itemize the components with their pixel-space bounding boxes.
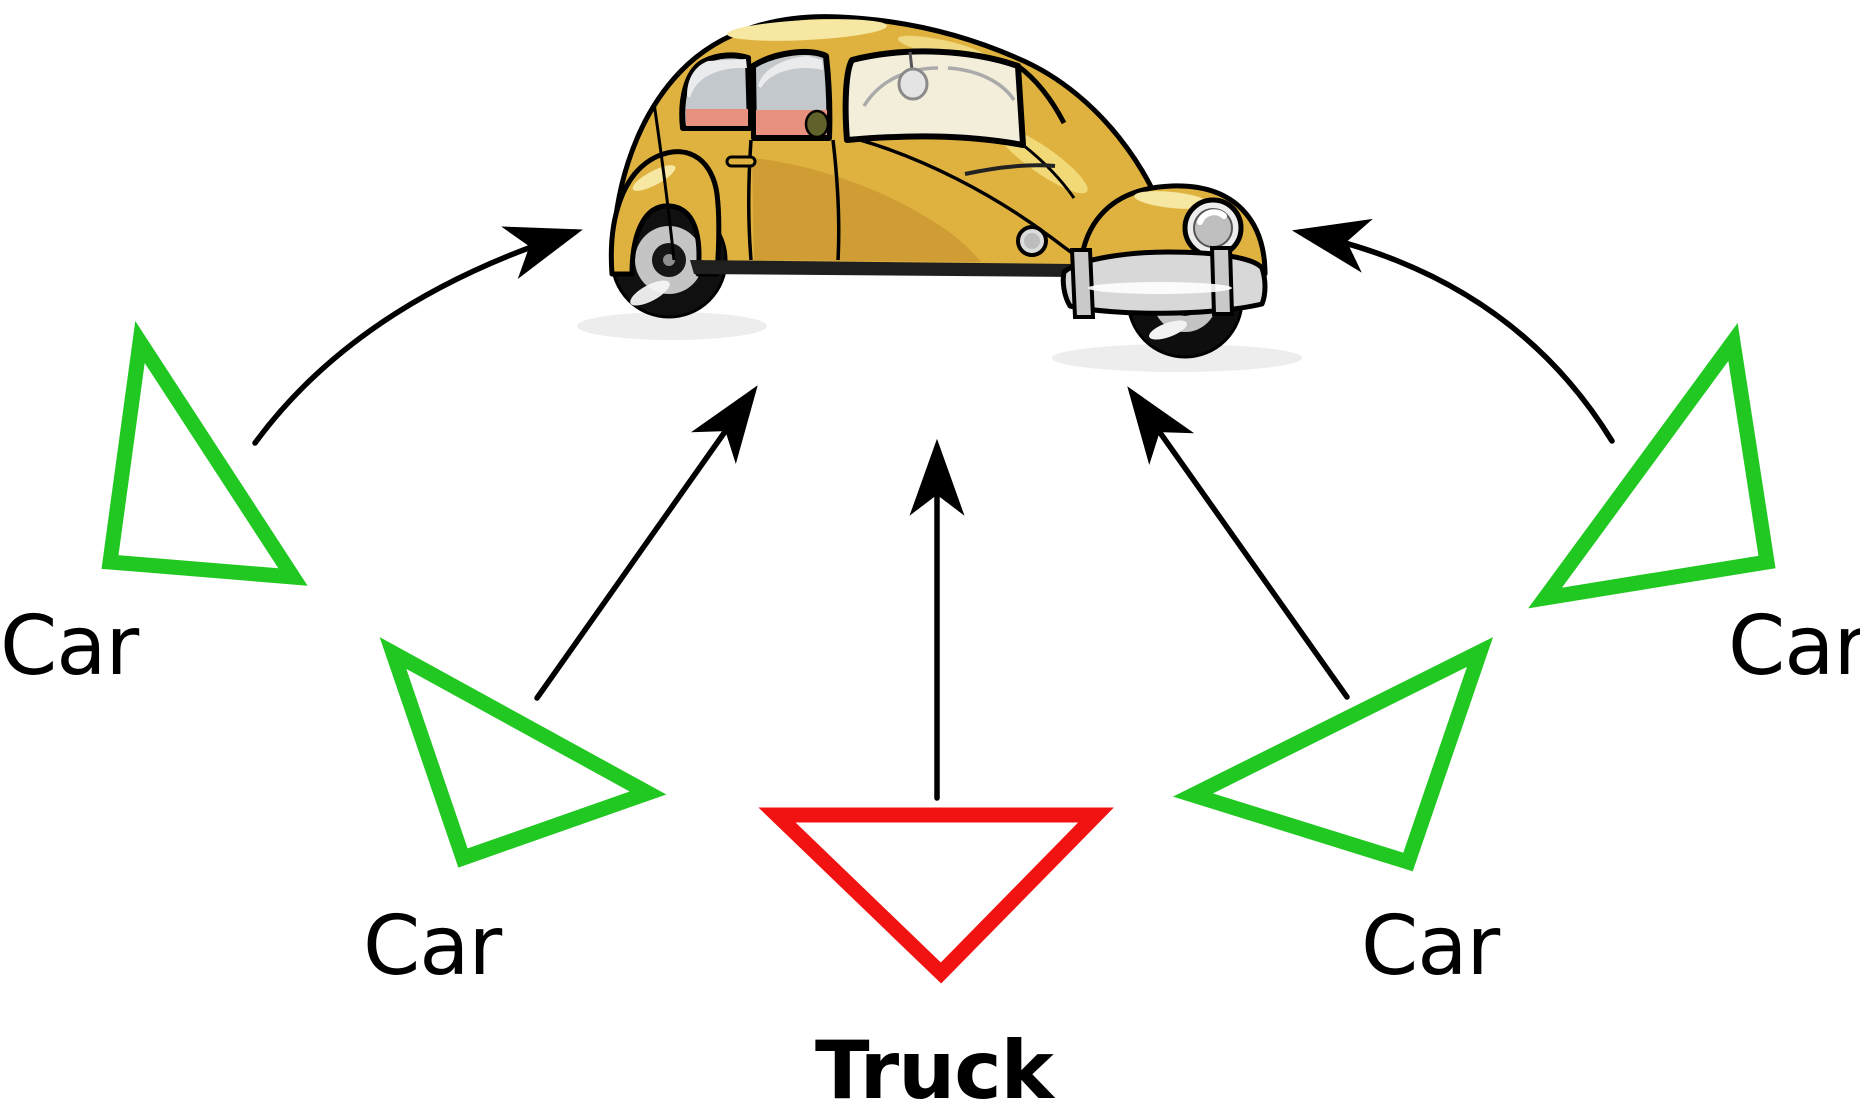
arrow-bottom-right-to-car (1127, 386, 1350, 700)
vote-triangle-right (1528, 322, 1776, 609)
car-door-seam-rear (747, 139, 753, 261)
car-door-seam-front (831, 139, 841, 261)
car-a-pillar-line (1016, 63, 1067, 125)
car-roof-highlight (727, 19, 887, 41)
vote-triangle-left (101, 321, 308, 586)
car-rearview-mirror-icon (897, 67, 929, 101)
car-wiper-icon (964, 163, 1056, 176)
arrow-right-to-car (1291, 218, 1615, 444)
car-side-shade (752, 158, 981, 262)
car-quarter-window (679, 52, 753, 131)
vote-triangle-bottom-center-truck (758, 807, 1114, 984)
car-shadow-rear (577, 312, 767, 340)
arrow-bottom-left-to-car (534, 385, 758, 701)
car-side-mirror-icon (804, 109, 830, 139)
arrow-left-to-car (252, 226, 583, 446)
car-windshield (842, 48, 1026, 148)
car-cowl-line (1022, 143, 1076, 199)
car-shadow-front (1052, 344, 1302, 372)
vote-label-bottom-right: Car (1361, 899, 1500, 994)
car-front-fender-highlight (1134, 191, 1210, 209)
vote-triangle-bottom-right (1172, 637, 1494, 872)
vote-arrows (252, 218, 1615, 801)
car-door-window (750, 48, 833, 141)
beetle-car-illustration (577, 14, 1302, 372)
car-front-bumper (1060, 246, 1268, 319)
vote-label-bottom-left: Car (363, 899, 502, 994)
vote-label-right: Car (1728, 599, 1860, 694)
car-far-headlight (1016, 225, 1048, 257)
car-door-handle (725, 155, 757, 168)
car-running-board (690, 260, 1074, 277)
vote-label-left: Car (0, 599, 139, 694)
vote-triangle-bottom-left (379, 637, 667, 868)
vote-label-truck: Truck (815, 1024, 1054, 1117)
car-engine-lid-seam (652, 102, 676, 261)
